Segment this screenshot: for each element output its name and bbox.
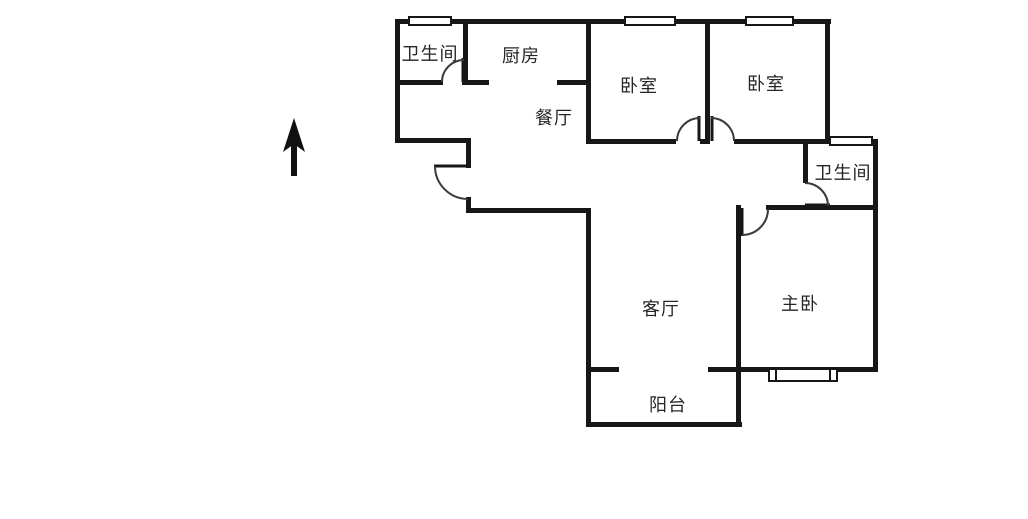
wall-living-west	[586, 208, 591, 427]
wall-dining-step	[466, 208, 591, 213]
bathroom-top-door	[441, 58, 465, 83]
wall-bedrooms-south-a	[586, 139, 676, 144]
wall-bathroom1-south	[395, 80, 443, 85]
room-label-bedroom-left: 卧室	[620, 76, 658, 96]
wall-bathroom1-east	[463, 19, 468, 84]
bathroom-right-door	[804, 182, 830, 207]
window-bedroom-right	[745, 16, 794, 26]
entry-door	[434, 164, 469, 200]
master-bedroom-door	[740, 208, 769, 236]
bedroom-left-door	[676, 116, 701, 142]
room-label-kitchen: 厨房	[502, 46, 540, 66]
room-label-bedroom-right: 卧室	[747, 74, 785, 94]
wall-kitchen-south-stub	[462, 80, 489, 85]
bedroom-right-door	[710, 116, 735, 142]
wall-right-outer	[873, 139, 878, 372]
wall-kitchen-south	[557, 80, 591, 85]
wall-bedroom2-east	[825, 19, 830, 144]
bay-window-tick	[775, 370, 777, 380]
bay-window-tick	[829, 370, 831, 380]
wall-master-north	[766, 205, 878, 210]
window-bathroom-right	[829, 136, 873, 146]
wall-master-west	[736, 205, 741, 427]
north-arrow-icon	[283, 118, 305, 176]
room-label-master-bedroom: 主卧	[781, 294, 819, 314]
wall-entry-lower	[466, 197, 471, 213]
room-label-bathroom-top: 卫生间	[401, 44, 459, 64]
window-bathroom-top	[408, 16, 452, 26]
wall-top-outer	[395, 19, 831, 24]
room-label-balcony: 阳台	[649, 395, 687, 415]
bay-window-master	[768, 368, 838, 382]
wall-entry-upper	[466, 138, 471, 168]
window-bedroom-left	[624, 16, 676, 26]
wall-entry-outer	[395, 138, 470, 143]
room-label-bathroom-right: 卫生间	[814, 163, 872, 183]
wall-bedroom-divider	[705, 19, 710, 144]
room-label-living: 客厅	[642, 299, 680, 319]
wall-living-south-left	[586, 367, 619, 372]
wall-bathroom2-west	[803, 139, 808, 183]
room-label-dining: 餐厅	[535, 108, 573, 128]
wall-balcony-bottom	[586, 422, 742, 427]
